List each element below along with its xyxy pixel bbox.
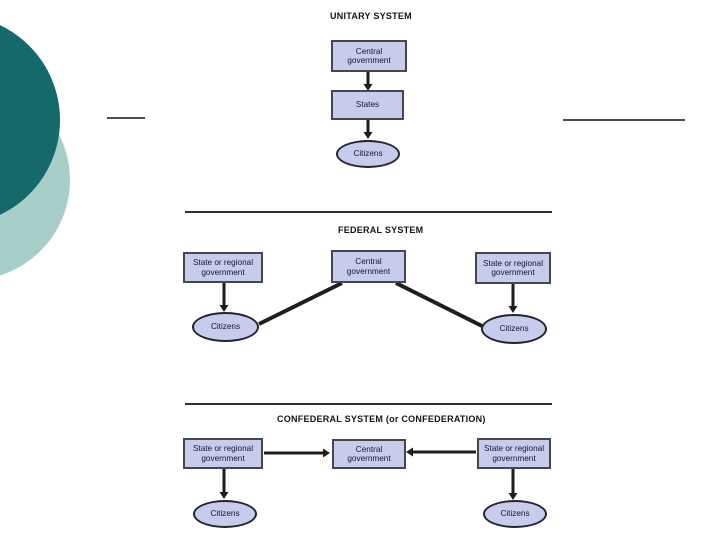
- down-arrowhead: [508, 306, 518, 313]
- unitary-citizens-ellipse: Citizens: [336, 140, 400, 168]
- left-arrowhead: [406, 447, 413, 457]
- confederal-right-citizens-ellipse: Citizens: [483, 500, 547, 528]
- confederal-section-title: CONFEDERAL SYSTEM (or CONFEDERATION): [277, 414, 486, 424]
- light-teal-circle: [0, 84, 70, 276]
- background-line-right: [563, 119, 685, 121]
- unitary-states-box: States: [331, 90, 404, 120]
- federal-left-state-box: State or regional government: [183, 252, 263, 283]
- unitary-section-title: UNITARY SYSTEM: [330, 11, 412, 21]
- dark-teal-circle: [0, 25, 60, 215]
- down-arrowhead: [363, 132, 373, 139]
- down-arrowhead: [219, 492, 229, 499]
- federal-central-to-right-citizens-line: [395, 281, 483, 328]
- federal-left-citizens-ellipse: Citizens: [192, 312, 259, 342]
- federal-right-state-box: State or regional government: [475, 252, 551, 284]
- federal-section-title: FEDERAL SYSTEM: [338, 225, 424, 235]
- confederal-left-citizens-ellipse: Citizens: [193, 500, 257, 528]
- federal-central-gov-box: Central government: [331, 250, 406, 283]
- confederal-central-gov-box: Central government: [332, 439, 406, 469]
- decorative-circles: [0, 25, 70, 276]
- right-arrowhead: [323, 448, 330, 458]
- down-arrowhead: [219, 305, 229, 312]
- federal-right-citizens-ellipse: Citizens: [481, 314, 547, 344]
- federal-central-to-left-citizens-line: [258, 281, 343, 326]
- confederal-left-state-box: State or regional government: [183, 438, 263, 469]
- confederal-right-state-box: State or regional government: [477, 438, 551, 469]
- background-line-left: [107, 117, 145, 119]
- federal-section-divider: [185, 211, 552, 213]
- unitary-central-gov-box: Central government: [331, 40, 407, 72]
- confederal-section-divider: [185, 403, 552, 405]
- down-arrowhead: [508, 493, 518, 500]
